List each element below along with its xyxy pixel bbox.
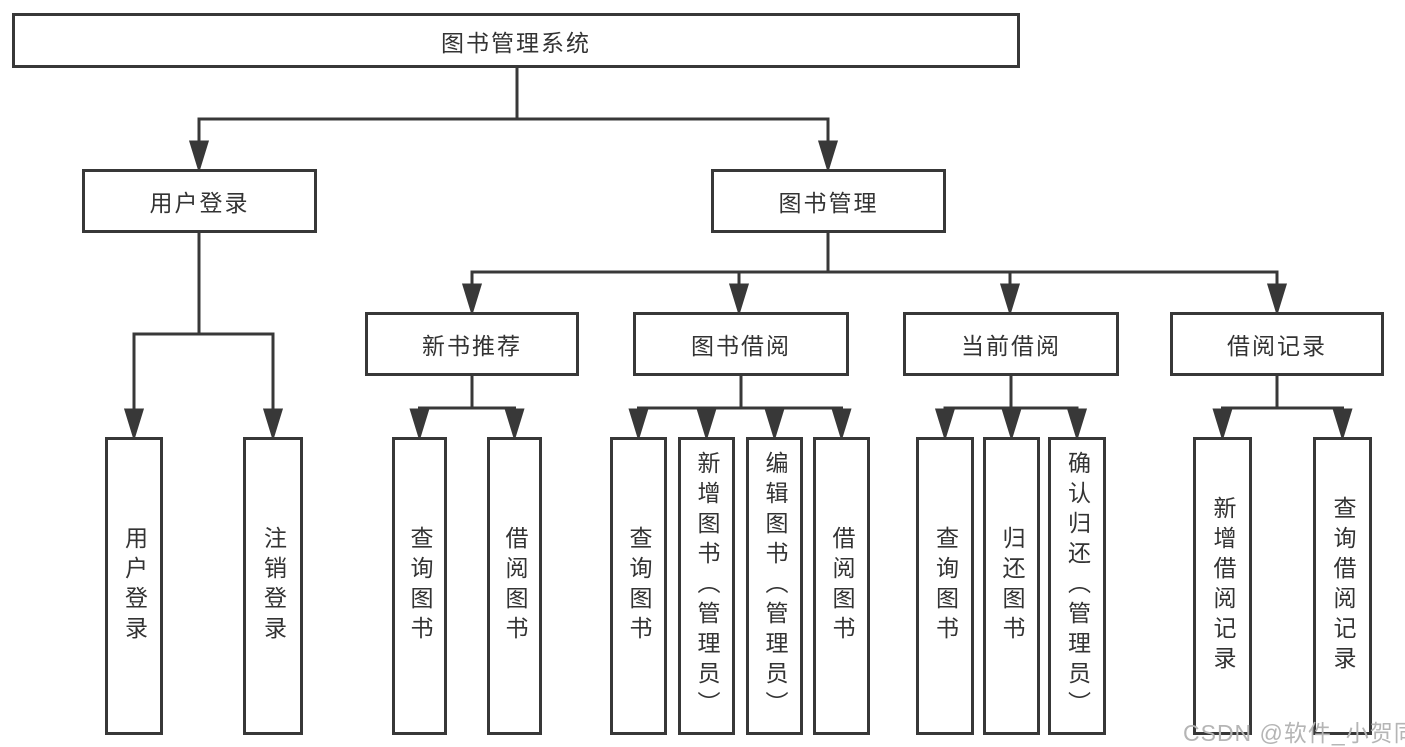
node-label: 图书借阅 bbox=[691, 333, 791, 359]
node-label: 借阅图书 bbox=[829, 526, 855, 646]
node-label: 查询图书 bbox=[626, 526, 652, 646]
node-book-borrowing: 图书借阅 bbox=[633, 312, 849, 376]
node-label: 确认归还（管理员） bbox=[1064, 451, 1091, 721]
node-label: 借阅图书 bbox=[502, 526, 528, 646]
node-book-management: 图书管理 bbox=[711, 169, 946, 233]
connector-book-mgmt-to-level3 bbox=[461, 233, 1288, 317]
node-query-borrow-record: 查询借阅记录 bbox=[1313, 437, 1372, 735]
node-label: 新增借阅记录 bbox=[1210, 496, 1236, 676]
node-label: 借阅记录 bbox=[1227, 333, 1327, 359]
connector-new-book-to-leaves bbox=[409, 376, 525, 442]
node-borrow-books-borrowing: 借阅图书 bbox=[813, 437, 870, 735]
connector-book-borrow-to-leaves bbox=[628, 376, 852, 442]
node-label: 编辑图书（管理员） bbox=[762, 451, 788, 721]
node-label: 用户登录 bbox=[121, 526, 148, 646]
node-label: 当前借阅 bbox=[961, 333, 1061, 359]
node-label: 查询图书 bbox=[932, 526, 959, 646]
watermark: CSDN @软件_小贺同学 bbox=[1183, 720, 1405, 746]
node-library-system: 图书管理系统 bbox=[12, 13, 1020, 68]
node-label: 注销登录 bbox=[260, 526, 287, 646]
node-edit-book-admin: 编辑图书（管理员） bbox=[746, 437, 803, 735]
connector-user-login-to-leaves bbox=[123, 233, 284, 442]
connector-borrow-records-to-leaves bbox=[1212, 376, 1353, 442]
node-label: 查询借阅记录 bbox=[1330, 496, 1356, 676]
node-new-book-recommend: 新书推荐 bbox=[365, 312, 579, 376]
node-query-books-recommend: 查询图书 bbox=[392, 437, 447, 735]
node-user-login-module: 用户登录 bbox=[82, 169, 317, 233]
node-user-login-leaf: 用户登录 bbox=[105, 437, 163, 735]
node-label: 用户登录 bbox=[149, 190, 250, 216]
node-query-books-current: 查询图书 bbox=[916, 437, 974, 735]
node-confirm-return-admin: 确认归还（管理员） bbox=[1048, 437, 1106, 735]
node-label: 新增图书（管理员） bbox=[694, 451, 720, 721]
node-label: 归还图书 bbox=[999, 526, 1025, 646]
node-return-book: 归还图书 bbox=[983, 437, 1040, 735]
connector-current-borrow-to-leaves bbox=[934, 376, 1088, 442]
node-add-book-admin: 新增图书（管理员） bbox=[678, 437, 735, 735]
node-label: 图书管理 bbox=[778, 190, 879, 216]
node-label: 图书管理系统 bbox=[441, 29, 591, 56]
node-label: 查询图书 bbox=[407, 526, 433, 646]
node-borrow-books-recommend: 借阅图书 bbox=[487, 437, 542, 735]
connector-root-to-level2 bbox=[188, 68, 839, 174]
node-label: 新书推荐 bbox=[422, 333, 522, 359]
node-borrowing-records: 借阅记录 bbox=[1170, 312, 1384, 376]
node-current-borrowing: 当前借阅 bbox=[903, 312, 1119, 376]
node-query-books-borrowing: 查询图书 bbox=[610, 437, 667, 735]
node-add-borrow-record: 新增借阅记录 bbox=[1193, 437, 1252, 735]
node-logout: 注销登录 bbox=[243, 437, 303, 735]
